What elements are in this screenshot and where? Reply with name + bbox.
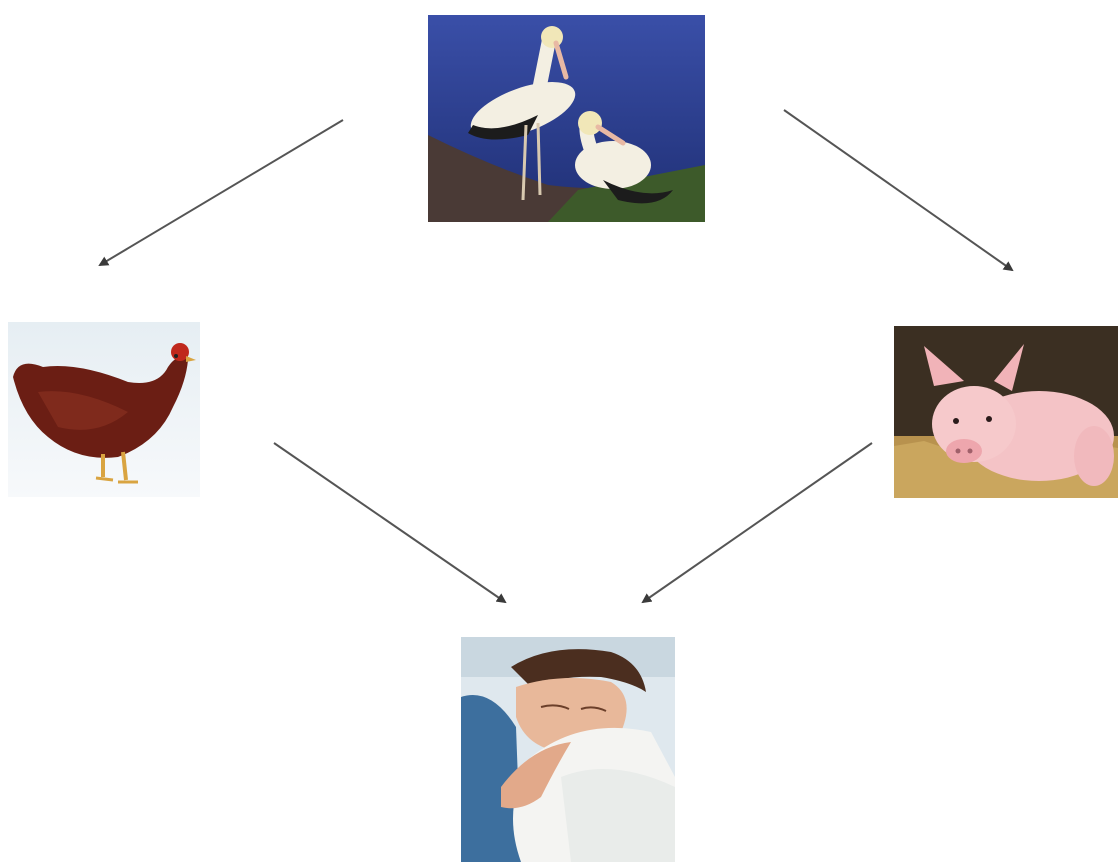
arrow-birds-to-chicken [100,120,343,265]
wild-birds-photo [428,15,705,222]
arrow-pig-to-human [643,443,872,602]
chicken-photo [8,322,200,497]
arrow-birds-to-pig [784,110,1012,270]
arrow-chicken-to-human [274,443,505,602]
pig-photo [894,326,1118,498]
sick-person-sneezing-photo [461,637,675,862]
